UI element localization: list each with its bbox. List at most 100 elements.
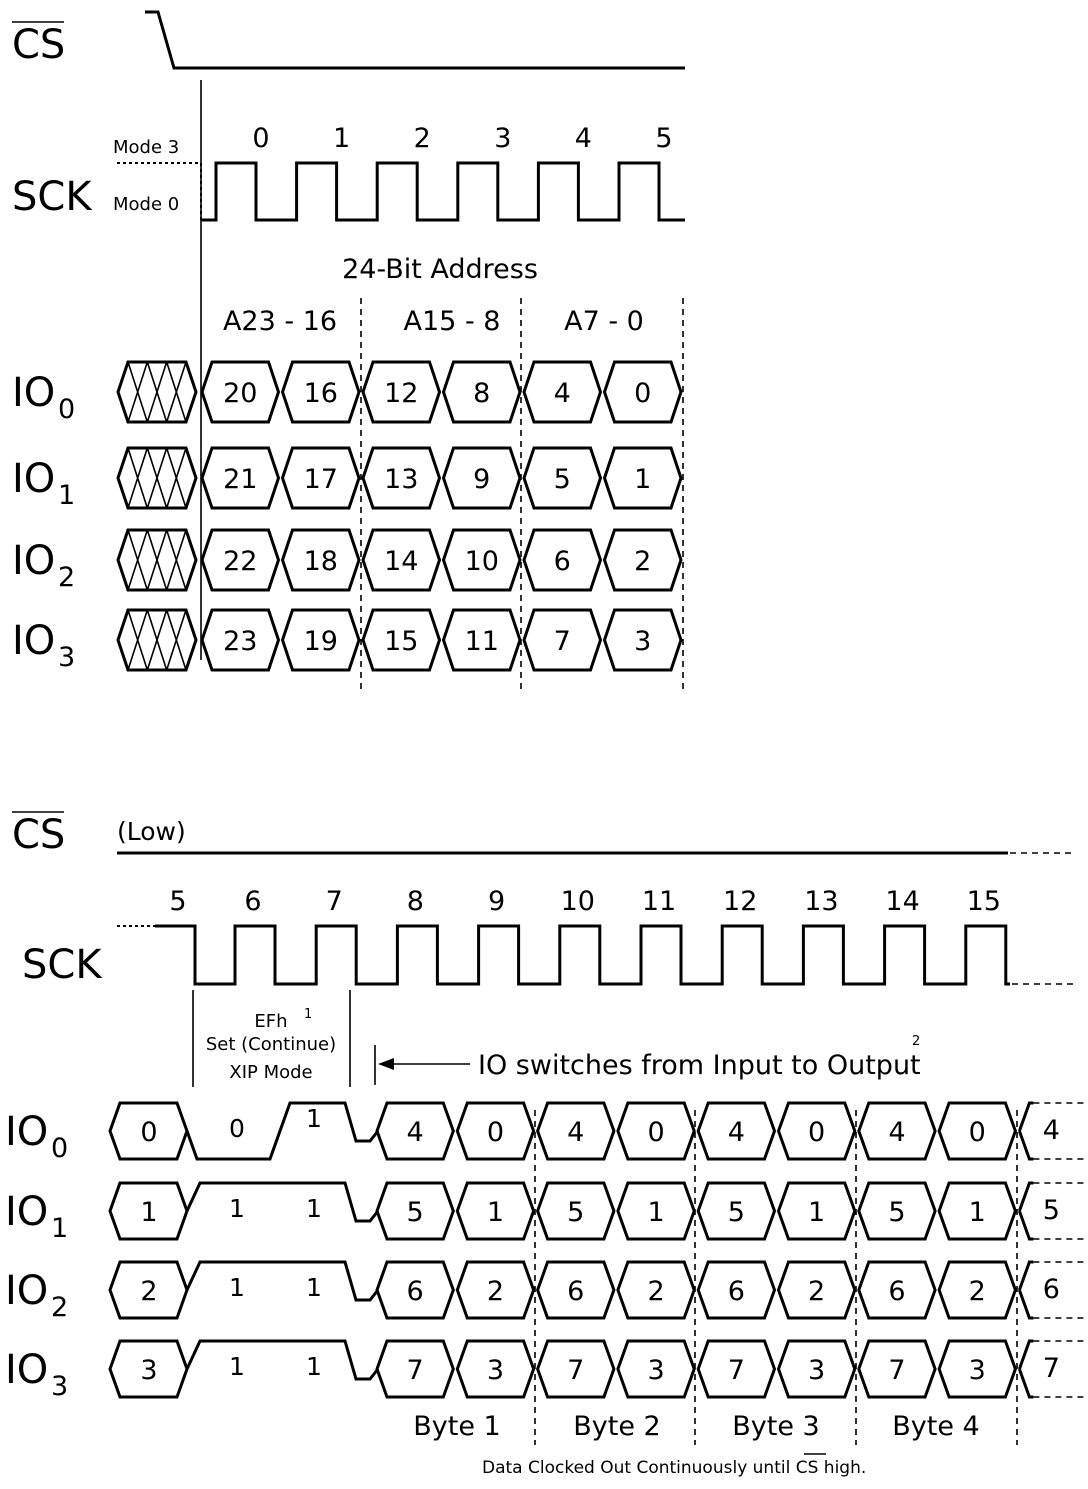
top-clock-number: 0	[252, 123, 269, 154]
io-label: IO	[12, 618, 55, 664]
switch-arrow-icon	[378, 1058, 394, 1070]
address-bit-cell	[441, 528, 522, 592]
output-data-value: 7	[888, 1355, 905, 1386]
output-data-value: 3	[969, 1355, 986, 1386]
mode-bit-waveform	[185, 1339, 380, 1381]
mode3-label: Mode 3	[113, 137, 179, 158]
address-bit-value: 14	[384, 546, 418, 577]
output-data-cell	[776, 1101, 857, 1161]
output-data-cell	[616, 1339, 696, 1399]
address-bit-value: 10	[465, 546, 499, 577]
mode-bit-waveform	[185, 1181, 380, 1223]
output-data-cell	[937, 1339, 1017, 1399]
bottom-clock-number: 9	[488, 886, 505, 917]
continuation-cell	[1017, 1181, 1034, 1241]
mode-bit-value: 1	[229, 1194, 245, 1223]
footer-cs: CS	[796, 1458, 819, 1478]
mode-bit-value: 1	[306, 1273, 322, 1302]
output-data-value: 1	[808, 1197, 825, 1228]
cs-low-label: (Low)	[117, 817, 186, 846]
output-data-cell	[455, 1181, 536, 1241]
output-data-value: 4	[728, 1117, 745, 1148]
continuation-value: 4	[1043, 1115, 1060, 1146]
continuation-dashes	[1033, 1261, 1085, 1319]
top-clock-number: 1	[333, 123, 350, 154]
mode-bit-value: 1	[229, 1352, 245, 1381]
address-bit-value: 17	[304, 464, 338, 495]
address-bit-value: 21	[223, 464, 257, 495]
output-data-cell	[857, 1101, 937, 1161]
address-bit-cell	[280, 528, 361, 592]
output-data-cell	[937, 1260, 1017, 1320]
io-label: IO	[12, 538, 55, 584]
set-continue-label: Set (Continue)	[206, 1034, 336, 1055]
address-bit-cell	[441, 446, 522, 510]
address-bit-cell	[361, 360, 442, 424]
top-sck-waveform	[201, 161, 685, 222]
output-data-cell	[696, 1339, 777, 1399]
address-bit-cell	[441, 608, 522, 672]
output-data-cell	[455, 1101, 536, 1161]
bottom-clock-number: 11	[642, 886, 676, 917]
byte-label: Byte 2	[573, 1411, 660, 1442]
address-title: 24-Bit Address	[342, 254, 538, 285]
io-subscript: 3	[51, 1371, 68, 1402]
address-bit-cell	[522, 608, 603, 672]
output-data-value: 5	[407, 1197, 424, 1228]
bottom-clock-number: 5	[169, 886, 186, 917]
address-bit-cell	[361, 608, 442, 672]
footer-note: Data Clocked Out Continuously until CS h…	[482, 1458, 866, 1478]
address-bit-value: 16	[304, 378, 338, 409]
output-data-cell	[455, 1339, 536, 1399]
address-bit-value: 7	[554, 626, 571, 657]
io-subscript: 0	[58, 394, 75, 425]
output-data-value: 5	[567, 1197, 584, 1228]
io-label: IO	[5, 1109, 48, 1155]
efh-label: EFh	[254, 1011, 287, 1032]
io-label: IO	[12, 370, 55, 416]
address-bit-cell	[280, 446, 361, 510]
address-bit-cell	[200, 360, 281, 424]
output-data-cell	[536, 1339, 616, 1399]
top-cs-label: CS	[12, 22, 65, 68]
output-data-value: 0	[487, 1117, 504, 1148]
output-data-cell	[776, 1181, 857, 1241]
output-data-cell	[696, 1260, 777, 1320]
top-clock-number: 5	[655, 123, 672, 154]
mode-bit-waveform	[185, 1101, 380, 1161]
top-clock-number: 4	[575, 123, 592, 154]
output-data-value: 7	[567, 1355, 584, 1386]
mode-bit-value: 0	[229, 1114, 245, 1143]
output-data-cell	[857, 1181, 937, 1241]
output-data-cell	[696, 1181, 777, 1241]
continuation-value: 7	[1043, 1353, 1060, 1384]
dont-care-hatch	[127, 609, 187, 671]
output-data-cell	[375, 1101, 455, 1161]
address-bit-value: 3	[634, 626, 651, 657]
output-data-cell	[616, 1260, 696, 1320]
continuation-dashes	[1033, 1340, 1085, 1398]
output-data-value: 3	[808, 1355, 825, 1386]
output-data-cell	[455, 1260, 536, 1320]
address-bit-value: 11	[465, 626, 499, 657]
mode-bit-value: 1	[229, 1273, 245, 1302]
output-data-value: 1	[487, 1197, 504, 1228]
address-bit-cell	[200, 446, 281, 510]
output-data-cell	[937, 1101, 1017, 1161]
output-data-cell	[616, 1101, 696, 1161]
io-label: IO	[5, 1268, 48, 1314]
output-data-cell	[375, 1339, 455, 1399]
address-group-label: A15 - 8	[404, 306, 501, 337]
bottom-clock-number: 15	[967, 886, 1001, 917]
top-clock-number: 2	[414, 123, 431, 154]
dont-care-hatch	[127, 447, 187, 509]
output-data-value: 1	[969, 1197, 986, 1228]
switch-label: IO switches from Input to Output	[478, 1050, 921, 1081]
top-cs-waveform	[145, 10, 685, 70]
output-data-value: 6	[888, 1276, 905, 1307]
output-data-value: 4	[888, 1117, 905, 1148]
output-byte-dividers	[534, 1110, 1018, 1445]
address-group-label: A7 - 0	[564, 306, 644, 337]
